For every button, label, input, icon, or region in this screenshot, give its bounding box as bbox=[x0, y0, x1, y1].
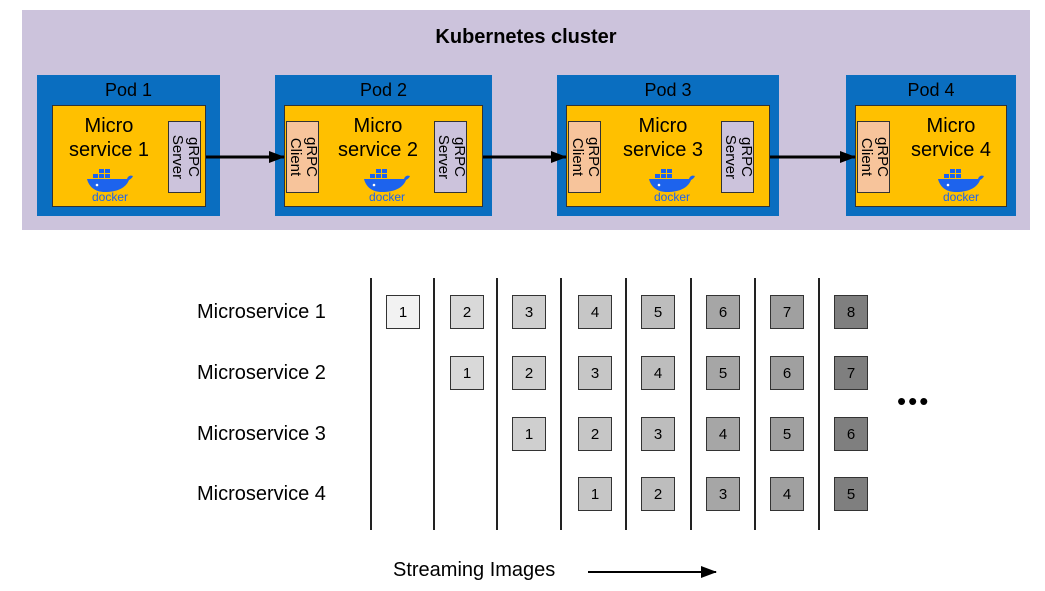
frame-box: 3 bbox=[578, 356, 612, 390]
microservice-name-line1: Micro bbox=[353, 115, 403, 137]
microservice-name-line1: Micro bbox=[638, 115, 688, 137]
microservice-name-line2: service 4 bbox=[910, 139, 992, 161]
frame-box: 5 bbox=[834, 477, 868, 511]
microservice-2: gRPC Client Micro service 2 gRPC Server … bbox=[284, 105, 483, 207]
microservice-1: Micro service 1 gRPC Server docker bbox=[52, 105, 206, 207]
frame-box: 1 bbox=[578, 477, 612, 511]
grpc-server-label: gRPC Server bbox=[721, 134, 755, 180]
frame-box: 7 bbox=[770, 295, 804, 329]
docker-whale-icon bbox=[649, 169, 695, 192]
time-slot-divider bbox=[818, 278, 820, 530]
ellipsis: ••• bbox=[897, 386, 931, 416]
time-slot-divider bbox=[690, 278, 692, 530]
grpc-client: gRPC Client bbox=[286, 121, 320, 193]
frame-box: 1 bbox=[450, 356, 484, 390]
grpc-client-label: gRPC Client bbox=[568, 136, 602, 178]
docker-whale-icon bbox=[87, 169, 133, 192]
microservice-title: Micro service 3 bbox=[607, 114, 719, 162]
time-slot-divider bbox=[625, 278, 627, 530]
frame-box: 1 bbox=[512, 417, 546, 451]
frame-box: 8 bbox=[834, 295, 868, 329]
grpc-client-label: gRPC Client bbox=[286, 136, 320, 178]
frame-box: 1 bbox=[386, 295, 420, 329]
pod-2: Pod 2 gRPC Client Micro service 2 gRPC S… bbox=[275, 75, 492, 216]
docker-wordmark: docker bbox=[91, 190, 129, 204]
row-label-microservice-4: Microservice 4 bbox=[197, 483, 326, 505]
frame-box: 5 bbox=[770, 417, 804, 451]
frame-box: 5 bbox=[641, 295, 675, 329]
frame-box: 6 bbox=[834, 417, 868, 451]
frame-box: 2 bbox=[641, 477, 675, 511]
frame-box: 2 bbox=[512, 356, 546, 390]
time-slot-divider bbox=[370, 278, 372, 530]
time-slot-divider bbox=[754, 278, 756, 530]
time-slot-divider bbox=[496, 278, 498, 530]
pod-1: Pod 1 Micro service 1 gRPC Server docker bbox=[37, 75, 220, 216]
microservice-3: gRPC Client Micro service 3 gRPC Server … bbox=[566, 105, 770, 207]
microservice-title: Micro service 4 bbox=[896, 114, 1006, 162]
streaming-images-label: Streaming Images bbox=[393, 559, 556, 581]
frame-box: 6 bbox=[770, 356, 804, 390]
microservice-title: Micro service 1 bbox=[59, 114, 159, 162]
pod-label: Pod 2 bbox=[359, 80, 408, 100]
microservice-title: Micro service 2 bbox=[323, 114, 433, 162]
frame-box: 5 bbox=[706, 356, 740, 390]
frame-box: 3 bbox=[706, 477, 740, 511]
grpc-server-label: gRPC Server bbox=[168, 134, 202, 180]
pod-label: Pod 4 bbox=[907, 80, 955, 100]
docker-logo: docker bbox=[645, 168, 699, 203]
docker-logo: docker bbox=[360, 168, 414, 203]
docker-wordmark: docker bbox=[653, 190, 691, 204]
frame-box: 4 bbox=[770, 477, 804, 511]
row-label-microservice-2: Microservice 2 bbox=[197, 362, 326, 384]
docker-whale-icon bbox=[364, 169, 410, 192]
frame-box: 6 bbox=[706, 295, 740, 329]
pod-4: Pod 4 gRPC Client Micro service 4 docker bbox=[846, 75, 1016, 216]
grpc-server-label: gRPC Server bbox=[434, 134, 468, 180]
grpc-server: gRPC Server bbox=[434, 121, 468, 193]
microservice-name-line2: service 3 bbox=[622, 139, 704, 161]
docker-logo: docker bbox=[83, 168, 137, 203]
time-slot-divider bbox=[433, 278, 435, 530]
microservice-name-line1: Micro bbox=[926, 115, 976, 137]
row-label-microservice-3: Microservice 3 bbox=[197, 423, 326, 445]
frame-box: 3 bbox=[512, 295, 546, 329]
frame-box: 2 bbox=[450, 295, 484, 329]
microservice-name-line1: Micro bbox=[84, 115, 134, 137]
grpc-server: gRPC Server bbox=[721, 121, 755, 193]
frame-box: 2 bbox=[578, 417, 612, 451]
grpc-server: gRPC Server bbox=[168, 121, 202, 193]
row-label-microservice-1: Microservice 1 bbox=[197, 301, 326, 323]
time-slot-divider bbox=[560, 278, 562, 530]
cluster-title: Kubernetes cluster bbox=[435, 26, 617, 48]
microservice-name-line2: service 2 bbox=[337, 139, 419, 161]
docker-whale-icon bbox=[938, 169, 984, 192]
microservice-name-line2: service 1 bbox=[68, 139, 150, 161]
microservice-4: gRPC Client Micro service 4 docker bbox=[855, 105, 1007, 207]
pod-label: Pod 3 bbox=[644, 80, 692, 100]
pod-3: Pod 3 gRPC Client Micro service 3 gRPC S… bbox=[557, 75, 779, 216]
docker-logo: docker bbox=[934, 168, 988, 203]
frame-box: 4 bbox=[641, 356, 675, 390]
frame-box: 4 bbox=[578, 295, 612, 329]
frame-box: 4 bbox=[706, 417, 740, 451]
frame-box: 3 bbox=[641, 417, 675, 451]
grpc-client-label: gRPC Client bbox=[857, 136, 891, 178]
docker-wordmark: docker bbox=[368, 190, 406, 204]
frame-box: 7 bbox=[834, 356, 868, 390]
grpc-client: gRPC Client bbox=[568, 121, 602, 193]
grpc-client: gRPC Client bbox=[857, 121, 891, 193]
docker-wordmark: docker bbox=[942, 190, 980, 204]
pod-label: Pod 1 bbox=[104, 80, 153, 100]
